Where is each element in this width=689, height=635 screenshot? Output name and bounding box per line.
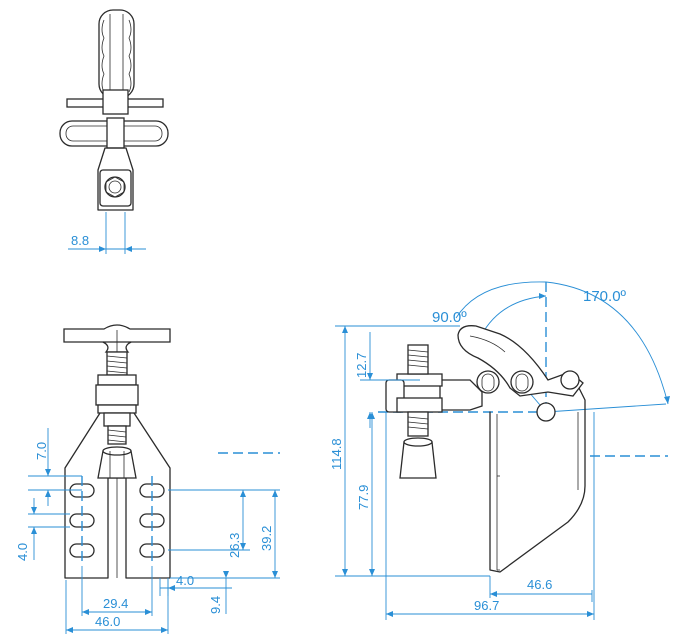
top-view-spindle-head bbox=[97, 147, 134, 211]
dim-pitch-label: 7.0 bbox=[34, 442, 49, 460]
front-view-spindle-tip bbox=[97, 446, 137, 578]
top-view-crossbar bbox=[66, 89, 164, 115]
side-dim-114-8: 114.8 bbox=[329, 325, 490, 577]
front-view-t-handle bbox=[63, 324, 171, 353]
dim-width-29-label: 29.4 bbox=[103, 596, 128, 611]
top-view: 8.8 bbox=[59, 9, 169, 254]
dim-width-46-6-label: 46.6 bbox=[527, 577, 552, 592]
front-dim-4-0-left: 4.0 bbox=[15, 498, 70, 561]
front-view-nut-upper bbox=[95, 374, 139, 414]
front-dim-26-3: 26.3 bbox=[168, 489, 250, 558]
front-dim-29-4: 29.4 bbox=[81, 566, 153, 616]
dim-height-77-label: 77.9 bbox=[356, 485, 371, 510]
dim-width-46-label: 46.0 bbox=[95, 614, 120, 629]
angle-max-label: 170.0º bbox=[583, 288, 627, 305]
dim-height-39-label: 39.2 bbox=[259, 526, 274, 551]
dim-bottom-label: 9.4 bbox=[208, 596, 223, 614]
side-view: 12.7 114.8 77.9 46.6 bbox=[329, 281, 670, 620]
top-view-base-ring bbox=[59, 117, 169, 149]
front-dim-46-0: 46.0 bbox=[65, 580, 169, 634]
side-dim-46-6: 46.6 bbox=[489, 576, 593, 602]
front-view: 7.0 4.0 26.3 39.2 bbox=[15, 324, 280, 634]
front-dim-39-2: 39.2 bbox=[170, 489, 280, 579]
dim-height-26-label: 26.3 bbox=[227, 533, 242, 558]
dim-height-114-label: 114.8 bbox=[329, 438, 344, 470]
dim-width-96-label: 96.7 bbox=[474, 598, 499, 613]
angle-open-label: 90.0º bbox=[432, 309, 467, 326]
side-view-spindle-assembly bbox=[385, 344, 483, 479]
side-view-bracket bbox=[489, 377, 586, 573]
front-view-mounting-slots bbox=[69, 452, 280, 566]
dim-slot-length-label: 4.0 bbox=[15, 543, 30, 561]
top-view-dim-8-8: 8.8 bbox=[68, 212, 146, 254]
dim-edge-label: 4.0 bbox=[176, 573, 194, 588]
front-dim-7-0: 7.0 bbox=[28, 428, 82, 506]
dim-offset-label: 8.8 bbox=[71, 233, 89, 248]
front-dim-4-0-edge: 4.0 bbox=[159, 573, 232, 596]
front-view-upper-thread bbox=[106, 351, 128, 376]
front-view-lower-thread bbox=[107, 425, 127, 445]
side-view-handle-lever bbox=[457, 325, 584, 422]
side-dim-12-7: 12.7 bbox=[354, 332, 420, 428]
side-dim-96-7: 96.7 bbox=[385, 412, 595, 620]
top-view-handle bbox=[98, 9, 135, 99]
side-dim-77-9: 77.9 bbox=[356, 412, 375, 576]
dim-height-12-label: 12.7 bbox=[354, 353, 369, 378]
front-dim-9-4: 9.4 bbox=[208, 571, 229, 614]
